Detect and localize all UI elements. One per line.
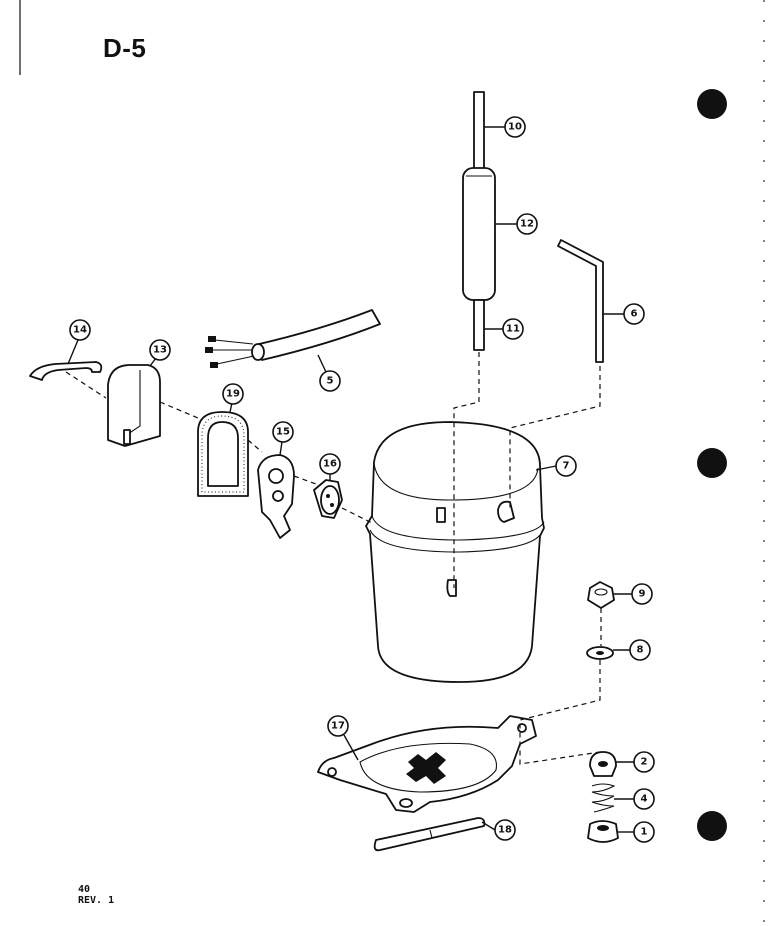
- callout-7-label: 7: [563, 461, 570, 472]
- callout-15: 15: [272, 421, 294, 443]
- binder-hole-bottom: [697, 811, 727, 841]
- leader-lines: [67, 126, 634, 833]
- part-grommet-bottom: [587, 820, 619, 843]
- part-terminal-cover: [107, 364, 161, 447]
- callout-12-label: 12: [520, 219, 534, 230]
- callout-16-label: 16: [323, 459, 337, 470]
- callout-5-label: 5: [327, 376, 334, 387]
- page-title: D-5: [103, 33, 147, 63]
- part-grommet-top: [589, 751, 617, 777]
- callout-15-label: 15: [276, 427, 290, 438]
- part-tube-assembly: [462, 91, 496, 351]
- callout-17-label: 17: [331, 721, 345, 732]
- callout-11-label: 11: [506, 324, 520, 335]
- callout-17: 17: [327, 715, 349, 737]
- callout-6-label: 6: [631, 309, 638, 320]
- binder-hole-middle: [697, 448, 727, 478]
- callout-13-label: 13: [153, 345, 167, 356]
- callout-5: 5: [319, 370, 341, 392]
- callout-2-label: 2: [641, 757, 648, 768]
- callout-13: 13: [149, 339, 171, 361]
- part-strap: [373, 817, 486, 852]
- callout-18: 18: [494, 819, 516, 841]
- callout-19-label: 19: [226, 389, 240, 400]
- callout-6: 6: [623, 303, 645, 325]
- callout-4-label: 4: [641, 794, 648, 805]
- callout-12: 12: [516, 213, 538, 235]
- callout-1-label: 1: [641, 827, 648, 838]
- callout-4: 4: [633, 788, 655, 810]
- callout-14: 14: [69, 319, 91, 341]
- part-compressor: [365, 421, 545, 683]
- callout-9: 9: [631, 583, 653, 605]
- callout-1: 1: [633, 821, 655, 843]
- part-power-cord: [205, 309, 381, 368]
- callout-16: 16: [319, 453, 341, 475]
- callout-19: 19: [222, 383, 244, 405]
- page-number: 40: [78, 884, 91, 895]
- callout-10-label: 10: [508, 122, 522, 133]
- callout-14-label: 14: [73, 325, 87, 336]
- part-bent-tube: [557, 239, 604, 363]
- part-gasket: [197, 411, 249, 497]
- callout-18-label: 18: [498, 825, 512, 836]
- part-spring: [591, 783, 616, 813]
- callout-8-label: 8: [637, 645, 644, 656]
- binder-hole-top: [697, 89, 727, 119]
- page-footer: 40 REV. 1: [78, 884, 114, 906]
- callout-10: 10: [504, 116, 526, 138]
- callout-8: 8: [629, 639, 651, 661]
- part-nut: [587, 581, 615, 609]
- callout-9-label: 9: [639, 589, 646, 600]
- callout-2: 2: [633, 751, 655, 773]
- revision-label: REV. 1: [78, 895, 115, 906]
- assembly-dashed-lines: [65, 352, 602, 765]
- part-retaining-clip: [29, 361, 103, 381]
- part-base-plate: [317, 715, 537, 813]
- part-washer: [586, 646, 614, 660]
- part-overload-plug: [313, 479, 343, 519]
- part-relay-bracket: [257, 454, 295, 539]
- callout-11: 11: [502, 318, 524, 340]
- callout-7: 7: [555, 455, 577, 477]
